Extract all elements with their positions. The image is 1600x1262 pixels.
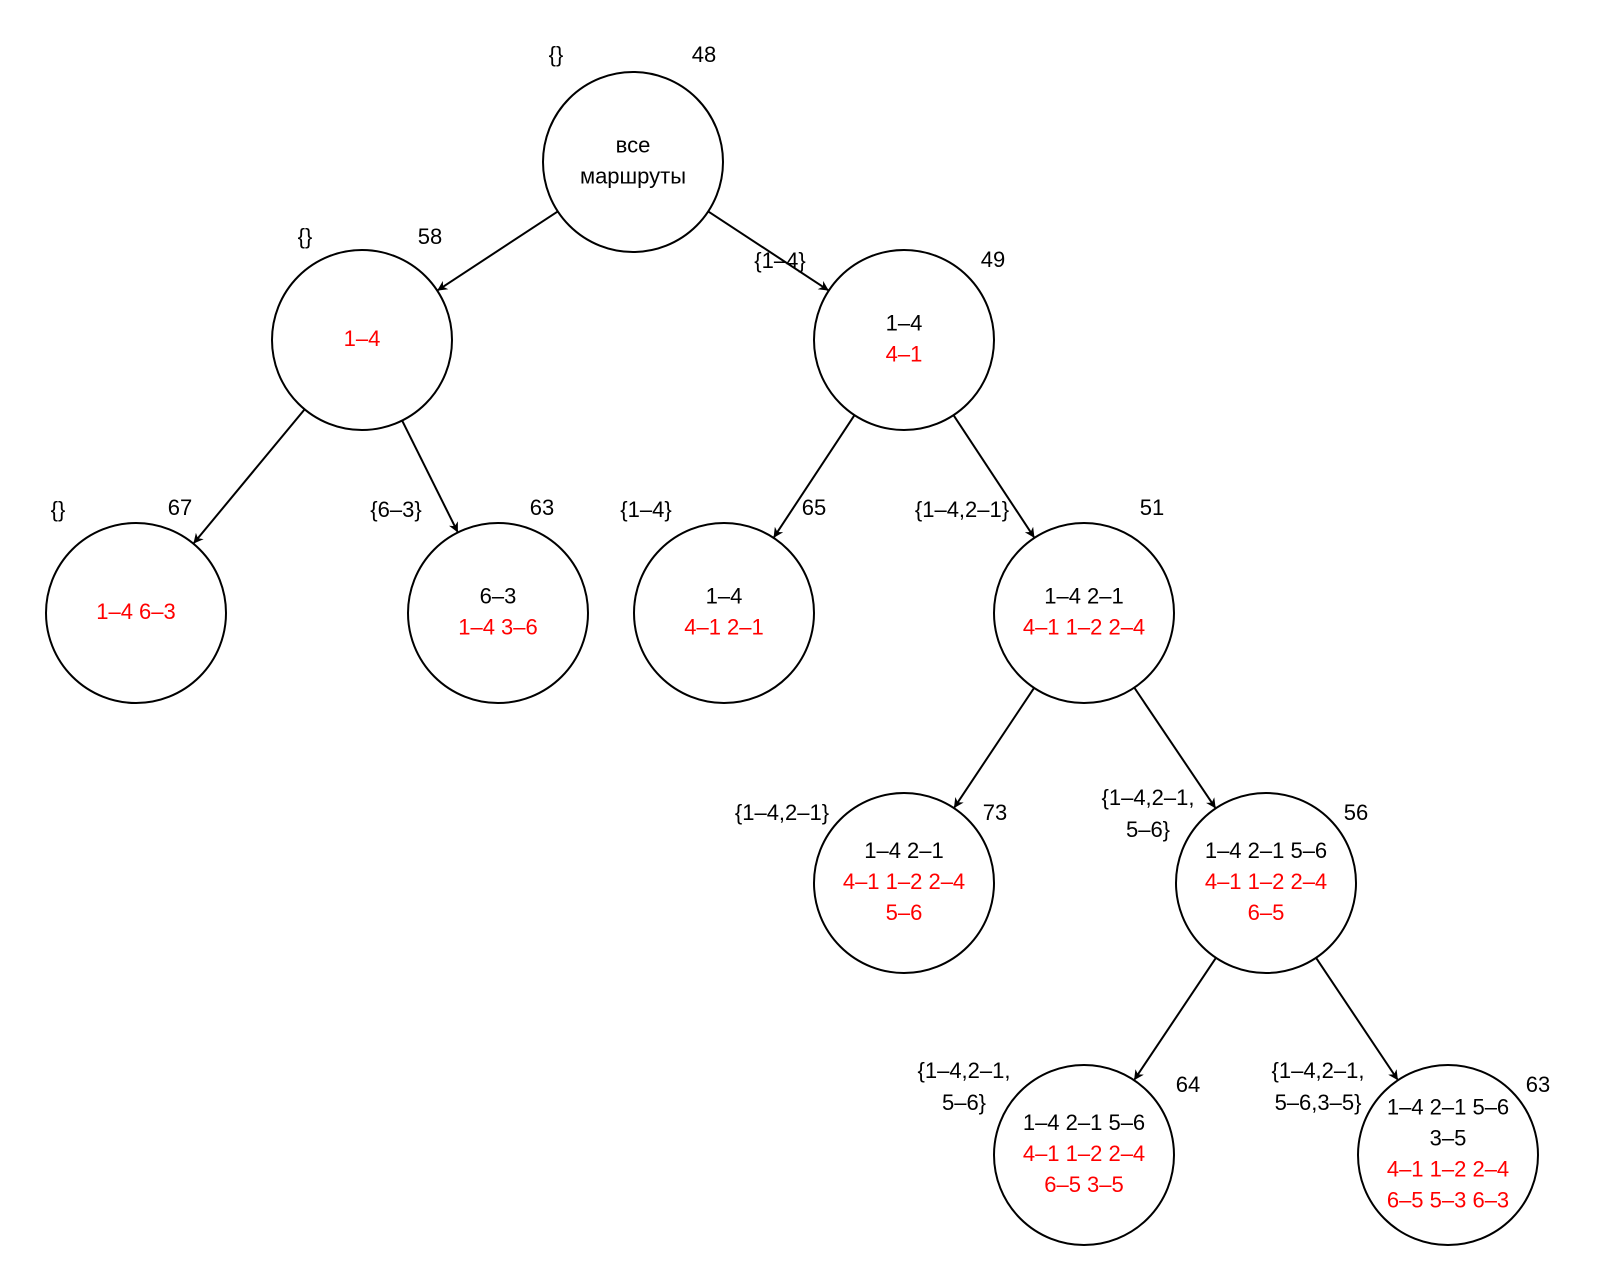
node-line: 1–4 2–1 — [864, 838, 944, 863]
fixed-set-label: {} — [51, 497, 66, 522]
edge-arrow — [773, 414, 856, 538]
nodes: все маршруты {} 48 1–4 {} 58 1–4 4–1 {1–4} 49 1–4 6… — [45, 42, 1550, 1246]
tree-node-root: все маршруты {} 48 — [542, 42, 724, 253]
node-circle — [813, 249, 995, 431]
node-line: 3–5 — [1430, 1125, 1467, 1150]
node-line: 5–6 — [886, 900, 923, 925]
node-line: 4–1 1–2 2–4 — [1205, 869, 1327, 894]
node-line: 1–4 2–1 5–6 — [1387, 1094, 1509, 1119]
edge-arrow — [437, 210, 559, 291]
node-line: 1–4 3–6 — [458, 614, 538, 639]
edge-arrow — [707, 210, 829, 291]
node-line: 4–1 1–2 2–4 — [843, 869, 965, 894]
cost-label: 63 — [1526, 1072, 1550, 1097]
tree-node-n64: 1–4 2–1 5–6 4–1 1–2 2–4 6–5 3–5 {1–4,2–1,5–… — [918, 1058, 1200, 1246]
cost-label: 65 — [802, 495, 826, 520]
node-line: 6–3 — [480, 583, 517, 608]
tree-node-n73: 1–4 2–1 4–1 1–2 2–4 5–6 {1–4,2–1} 73 — [735, 792, 1007, 974]
node-line: 6–5 — [1248, 900, 1285, 925]
node-line: 4–1 — [886, 341, 923, 366]
node-circle — [1175, 792, 1357, 974]
node-line: 1–4 — [886, 310, 923, 335]
tree-node-n67: 1–4 6–3 {} 67 — [45, 495, 227, 704]
fixed-set-label: {1–4,2–1,5–6} — [1102, 785, 1195, 842]
cost-label: 58 — [418, 224, 442, 249]
edge-arrow — [1133, 687, 1216, 809]
fixed-set-label: {1–4} — [754, 248, 805, 273]
node-line: 1–4 2–1 5–6 — [1205, 838, 1327, 863]
fixed-set-label: {1–4,2–1,5–6} — [918, 1058, 1011, 1115]
fixed-set-label: {6–3} — [370, 497, 421, 522]
node-line: маршруты — [580, 163, 686, 188]
node-circle — [813, 792, 995, 974]
fixed-set-label: {} — [298, 224, 313, 249]
tree-node-n49: 1–4 4–1 {1–4} 49 — [754, 247, 1005, 431]
edge-arrow — [952, 414, 1035, 538]
node-line: 4–1 1–2 2–4 — [1023, 1141, 1145, 1166]
node-circle — [993, 522, 1175, 704]
cost-label: 73 — [983, 800, 1007, 825]
edge-arrow — [401, 420, 459, 533]
node-line: 6–5 5–3 6–3 — [1387, 1187, 1509, 1212]
node-line: 1–4 2–1 5–6 — [1023, 1110, 1145, 1135]
fixed-set-label: {1–4,2–1,5–6,3–5} — [1272, 1058, 1365, 1115]
node-circle — [45, 522, 227, 704]
cost-label: 51 — [1140, 495, 1164, 520]
edge-arrow — [193, 408, 306, 544]
node-circle — [993, 1064, 1175, 1246]
node-line: 1–4 — [706, 583, 743, 608]
node-circle — [542, 71, 724, 253]
cost-label: 67 — [168, 495, 192, 520]
node-line: все — [616, 132, 651, 157]
node-circle — [407, 522, 589, 704]
tree-node-n58: 1–4 {} 58 — [271, 224, 453, 431]
tree-node-n65: 1–4 4–1 2–1 {1–4} 65 — [620, 495, 826, 704]
edge-arrow — [1133, 957, 1217, 1081]
tree-node-n56: 1–4 2–1 5–6 4–1 1–2 2–4 6–5 {1–4,2–1,5–6} 56 — [1102, 785, 1368, 974]
node-line: 1–4 2–1 — [1044, 583, 1124, 608]
node-line: 6–5 3–5 — [1044, 1172, 1124, 1197]
fixed-set-label: {1–4,2–1} — [735, 800, 829, 825]
node-circle — [271, 249, 453, 431]
fixed-set-label: {1–4} — [620, 497, 671, 522]
cost-label: 56 — [1344, 800, 1368, 825]
tree-node-n63b: 1–4 2–1 5–6 3–5 4–1 1–2 2–4 6–5 5–3 6–3 {1–4… — [1272, 1058, 1550, 1246]
node-line: 1–4 — [344, 326, 381, 351]
node-line: 4–1 2–1 — [684, 614, 764, 639]
edge-arrow — [953, 687, 1035, 809]
edges — [193, 210, 1399, 1081]
tree-node-n63a: 6–3 1–4 3–6 {6–3} 63 — [370, 495, 589, 704]
node-line: 4–1 1–2 2–4 — [1023, 614, 1145, 639]
node-line: 1–4 6–3 — [96, 599, 176, 624]
fixed-set-label: {1–4,2–1} — [915, 497, 1009, 522]
node-line: 4–1 1–2 2–4 — [1387, 1156, 1509, 1181]
cost-label: 48 — [692, 42, 716, 67]
node-circle — [633, 522, 815, 704]
cost-label: 64 — [1176, 1072, 1200, 1097]
cost-label: 63 — [530, 495, 554, 520]
node-circle — [1357, 1064, 1539, 1246]
fixed-set-label: {} — [549, 42, 564, 67]
cost-label: 49 — [981, 247, 1005, 272]
edge-arrow — [1315, 957, 1399, 1081]
tree-node-n51: 1–4 2–1 4–1 1–2 2–4 {1–4,2–1} 51 — [915, 495, 1175, 704]
